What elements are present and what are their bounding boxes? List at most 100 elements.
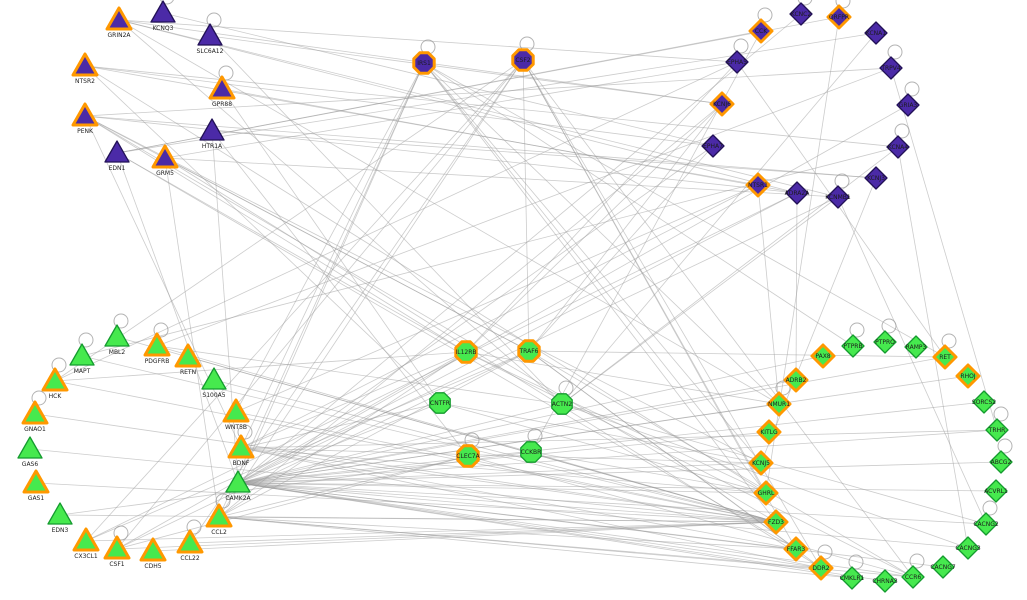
node-CCL2[interactable]: CCL2 [205, 503, 233, 536]
node-ADRB2[interactable]: ADRB2 [783, 367, 809, 393]
node-MAPT[interactable]: MAPT [69, 343, 95, 375]
node-PTPRB[interactable]: PTPRB [841, 334, 865, 358]
node-CDH5[interactable]: CDH5 [139, 537, 167, 570]
node-HCK[interactable]: HCK [41, 367, 69, 400]
node-S100A5[interactable]: S100A5 [201, 367, 227, 399]
node-CSF1[interactable]: CSF1 [103, 535, 131, 568]
triangle-shape [143, 332, 171, 357]
edge-TRAF6-CX3CL1 [85, 350, 530, 542]
node-label: CHRNA3 [872, 578, 897, 585]
node-EPHA7[interactable]: EPHA7 [701, 134, 725, 158]
node-FZD3[interactable]: FZD3 [763, 509, 789, 535]
node-KCNA4[interactable]: KCNA4 [886, 135, 910, 159]
node-KCNA1[interactable]: KCNA1 [864, 21, 888, 45]
node-label: CCL2 [211, 529, 227, 536]
octagon-shape [429, 392, 451, 414]
node-label: KCNJ5 [752, 460, 770, 467]
node-EPHA5[interactable]: EPHA5 [725, 50, 749, 74]
node-NTSR1[interactable]: NTSR1 [745, 172, 771, 198]
node-CHRNA3[interactable]: CHRNA3 [872, 569, 898, 593]
node-label: TRPV4 [880, 65, 901, 72]
node-CACNG2[interactable]: CACNG2 [973, 512, 999, 536]
node-CCL22[interactable]: CCL22 [176, 529, 204, 562]
node-SLC6A12[interactable]: SLC6A12 [197, 23, 224, 55]
diamond-shape [955, 363, 981, 389]
node-ACVRL1[interactable]: ACVRL1 [984, 479, 1008, 503]
node-GRIN2A[interactable]: GRIN2A [105, 6, 133, 39]
edge-PENK-FZD3 [84, 115, 777, 523]
node-TRPV4[interactable]: TRPV4 [879, 56, 903, 80]
node-BDNF[interactable]: BDNF [227, 434, 255, 467]
diamond-shape [974, 512, 998, 536]
node-KCNMB1[interactable]: KCNMB1 [825, 185, 851, 209]
node-GPR88[interactable]: GPR88 [208, 75, 236, 108]
triangle-shape [103, 535, 131, 560]
node-GAS1[interactable]: GAS1 [22, 469, 50, 502]
node-DDR2[interactable]: DDR2 [808, 555, 834, 581]
node-CCR6[interactable]: CCR6 [901, 565, 925, 589]
diamond-shape [989, 450, 1013, 474]
node-KCNC2[interactable]: KCNC2 [789, 2, 813, 26]
node-GHRL[interactable]: GHRL [753, 480, 779, 506]
node-TRAF6[interactable]: TRAF6 [517, 339, 541, 363]
node-ACTN2[interactable]: ACTN2 [551, 393, 573, 415]
node-WNT5B[interactable]: WNT5B [222, 398, 250, 431]
node-KITLG[interactable]: KITLG [756, 419, 782, 445]
edge-KCNA4-CACNG3 [897, 146, 969, 549]
edge-PDGFRB-TRPV4 [156, 67, 892, 347]
node-ABCG2[interactable]: ABCG2 [989, 450, 1013, 474]
node-NMUR1[interactable]: NMUR1 [766, 391, 792, 417]
node-PTPRO[interactable]: PTPRO [873, 330, 897, 354]
node-CACNG7[interactable]: CACNG7 [930, 555, 956, 579]
node-NTSR2[interactable]: NTSR2 [71, 52, 99, 85]
node-EDN3[interactable]: EDN3 [47, 502, 73, 534]
node-IL12RB[interactable]: IL12RB [454, 340, 478, 364]
node-CLEC7A[interactable]: CLEC7A [456, 444, 481, 468]
node-RET[interactable]: RET [932, 344, 958, 370]
node-KCNJ5[interactable]: KCNJ5 [748, 450, 774, 476]
edge-CLEC7A-CCR6 [467, 455, 914, 578]
edge-IRS1-PTPRB [423, 62, 854, 347]
node-KCNJ6[interactable]: KCNJ6 [709, 91, 735, 117]
node-PENK[interactable]: PENK [71, 102, 99, 135]
node-label: GNAO1 [24, 426, 46, 433]
node-SORCS2[interactable]: SORCS2 [972, 390, 996, 414]
node-CNTFR[interactable]: CNTFR [429, 392, 451, 414]
triangle-shape [151, 144, 179, 169]
octagon-shape [520, 441, 542, 463]
node-GRIA3[interactable]: GRIA3 [896, 93, 920, 117]
node-KCNQ3[interactable]: KCNQ3 [150, 0, 176, 32]
node-GRM5[interactable]: GRM5 [151, 144, 179, 177]
node-label: EDN1 [109, 165, 126, 172]
node-TRHR[interactable]: TRHR [985, 418, 1009, 442]
node-HTR1A[interactable]: HTR1A [199, 118, 225, 150]
node-MBL2[interactable]: MBL2 [104, 324, 130, 356]
edge-FZD3-GNAO1 [34, 413, 777, 523]
diamond-shape [886, 135, 910, 159]
node-CAMK2A[interactable]: CAMK2A [225, 470, 252, 502]
node-CCK[interactable]: CCK [748, 18, 774, 44]
node-IRS1[interactable]: IRS1 [412, 51, 436, 75]
node-CMKLR1[interactable]: CMKLR1 [840, 566, 865, 590]
node-label: FFAR3 [787, 546, 806, 553]
node-GNAO1[interactable]: GNAO1 [21, 400, 49, 433]
node-RETN[interactable]: RETN [174, 343, 202, 376]
node-EDN1[interactable]: EDN1 [104, 140, 130, 172]
node-PAX8[interactable]: PAX8 [810, 343, 836, 369]
node-FFAR3[interactable]: FFAR3 [783, 536, 809, 562]
triangle-shape [104, 324, 130, 347]
node-GAS6[interactable]: GAS6 [17, 436, 43, 468]
node-RHOJ[interactable]: RHOJ [955, 363, 981, 389]
node-KCNJ3[interactable]: KCNJ3 [864, 166, 888, 190]
diamond-shape [873, 569, 897, 593]
node-ADRA2A[interactable]: ADRA2A [785, 181, 811, 205]
node-CX3CL1[interactable]: CX3CL1 [72, 527, 100, 560]
node-PDGFRB[interactable]: PDGFRB [143, 332, 171, 365]
node-CACNG3[interactable]: CACNG3 [955, 536, 981, 560]
node-CCKBR[interactable]: CCKBR [520, 441, 542, 463]
node-QRFPR[interactable]: QRFPR [826, 4, 852, 30]
node-CSF2[interactable]: CSF2 [511, 48, 535, 72]
node-RAMP3[interactable]: RAMP3 [904, 335, 928, 359]
edge-GRM5-TRAF6 [164, 157, 530, 352]
triangle-shape [174, 343, 202, 368]
